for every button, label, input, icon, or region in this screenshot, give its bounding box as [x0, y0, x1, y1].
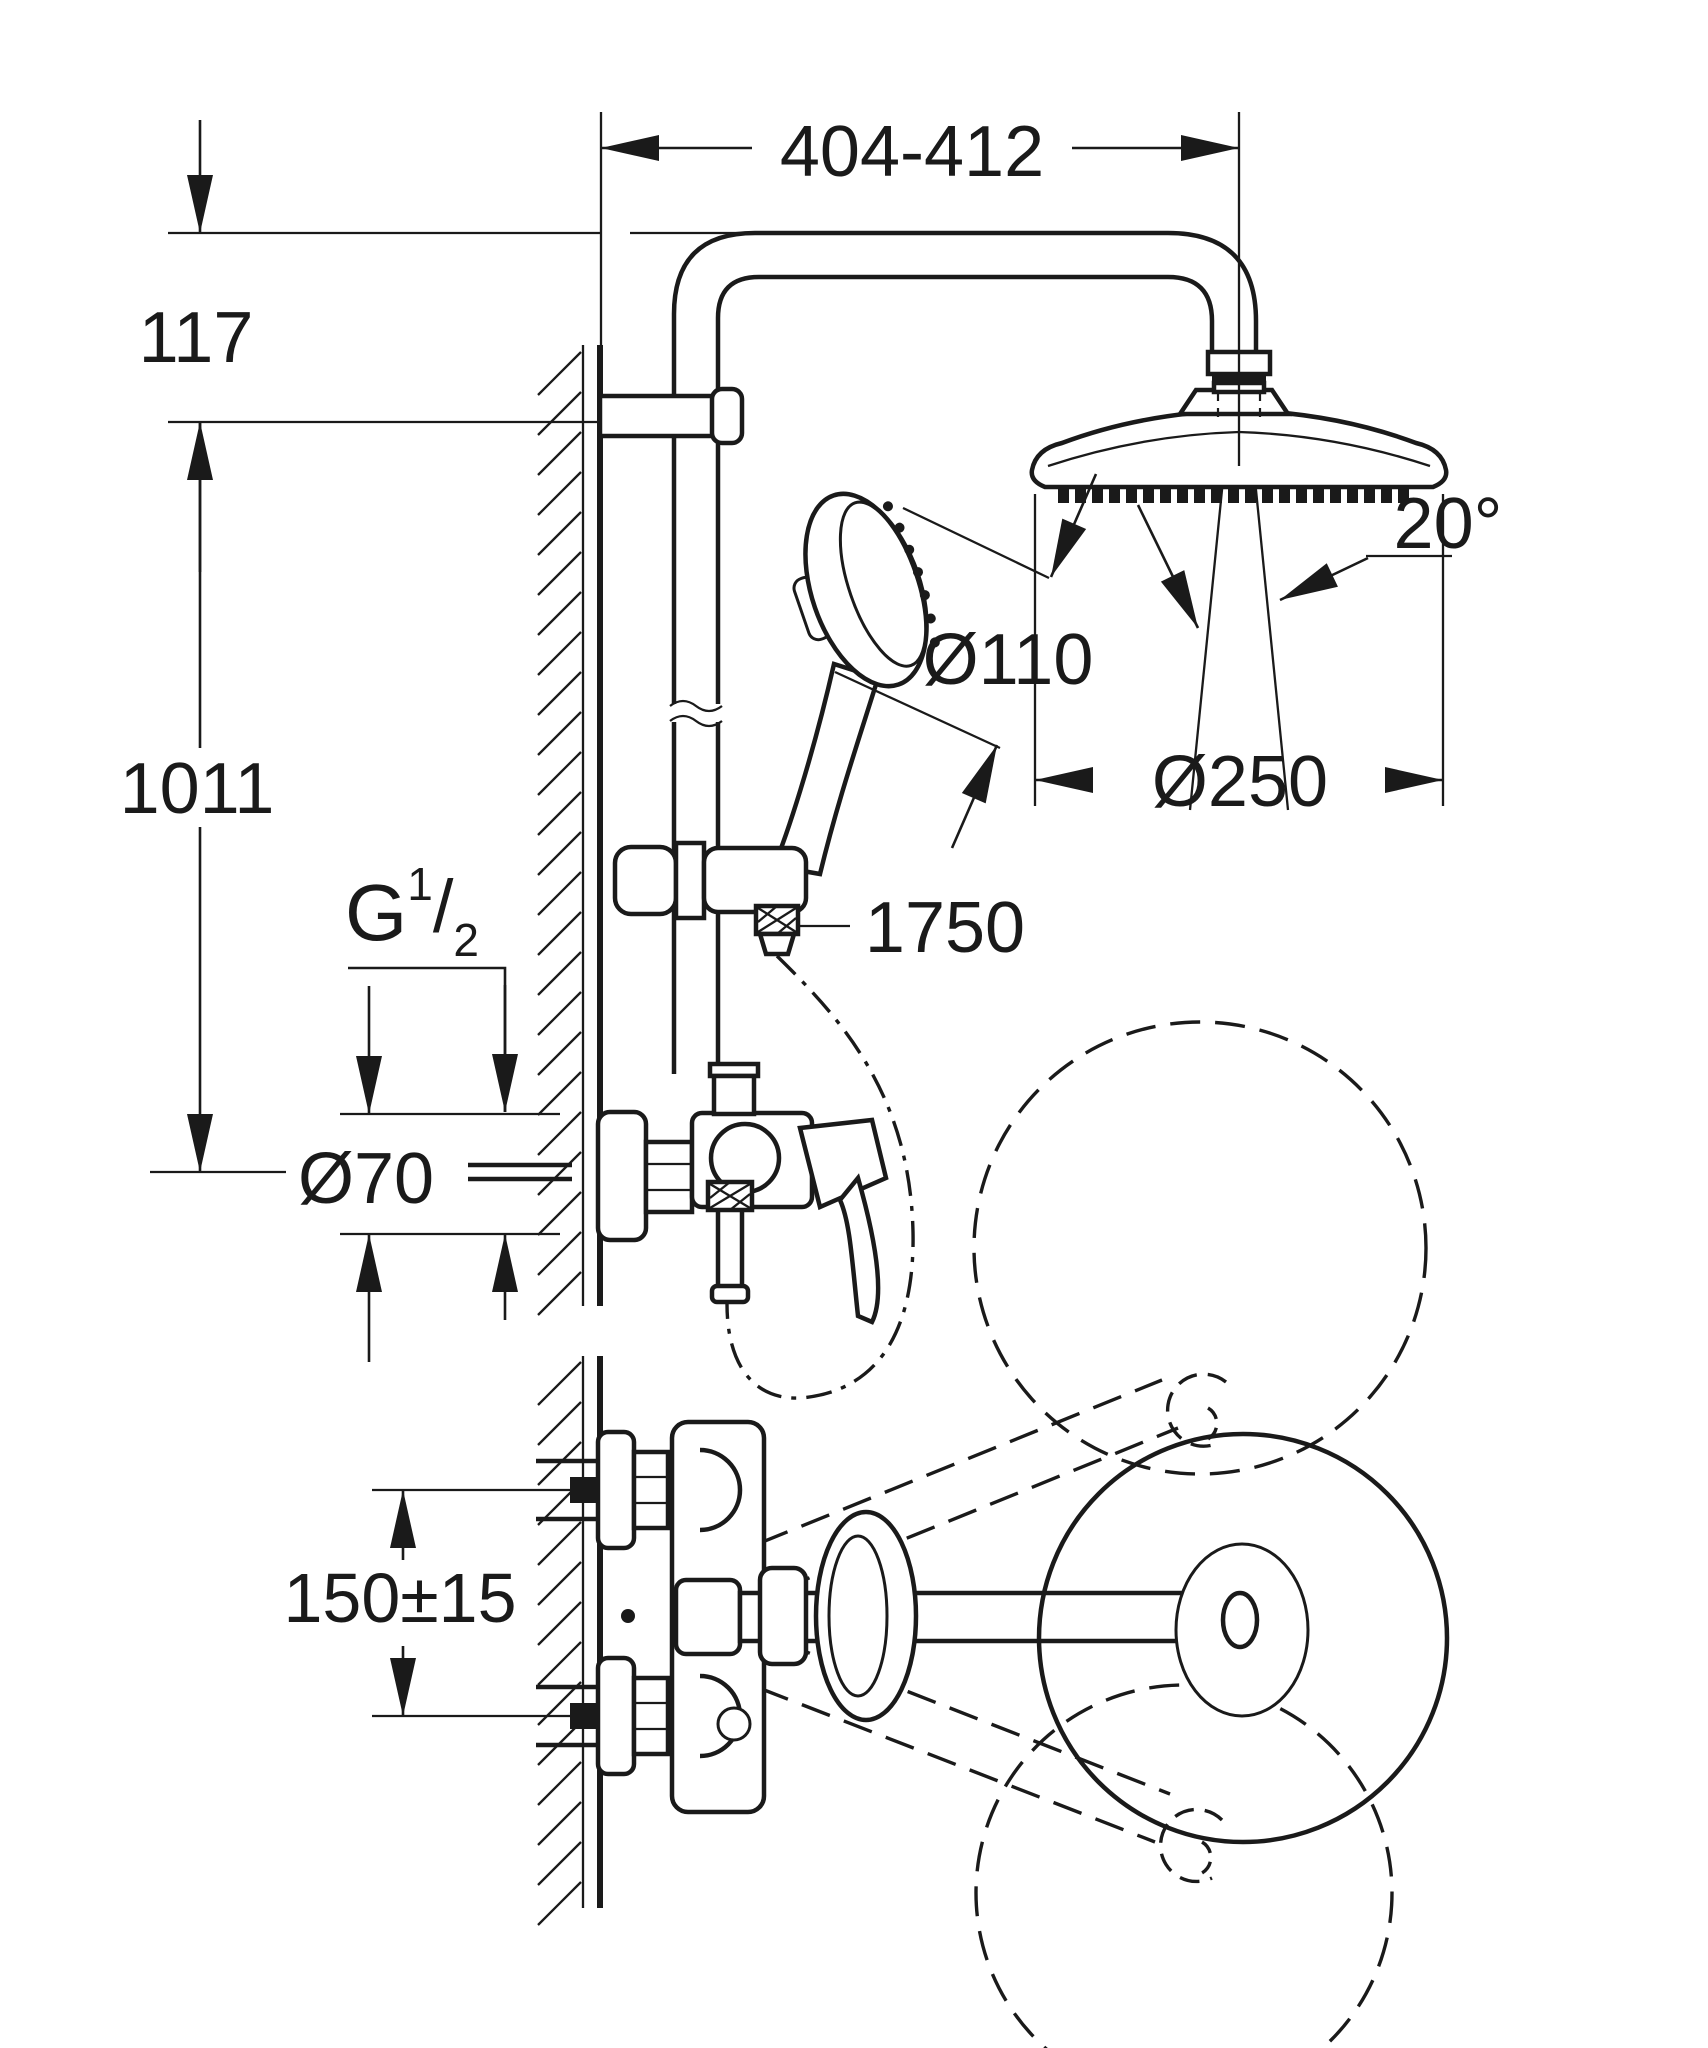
riser-and-arm	[597, 230, 1259, 1074]
shower-hose-dashed	[725, 954, 915, 1400]
dim-head-drop: 117	[139, 120, 752, 572]
mixer-valve	[468, 1061, 889, 1325]
plan-union-nut-upper	[631, 1449, 671, 1531]
mixer-lever-handle	[837, 1173, 881, 1325]
dim-escutcheon-diameter-label: Ø70	[298, 1139, 434, 1219]
dim-escutcheon-diameter: Ø70	[298, 986, 560, 1362]
wall-hatching-lower	[537, 1361, 582, 1926]
hand-shower-holder	[612, 840, 809, 921]
arm-end-up-dashed	[1165, 1372, 1228, 1448]
plan-head-shower-circle	[1036, 1431, 1450, 1845]
arm-end-down-dashed	[1158, 1807, 1224, 1884]
dim-hose-length-label: 1750	[865, 888, 1025, 968]
dim-arm-reach: 404-412	[599, 112, 1239, 345]
plan-union-nut-lower	[631, 1675, 671, 1757]
dim-head-shower-diameter: Ø250	[1033, 494, 1445, 822]
mixer-escutcheon	[595, 1109, 649, 1243]
hand-shower-handle	[770, 661, 881, 877]
dim-arm-reach-label: 404-412	[780, 112, 1044, 192]
dim-riser-height: 1011	[120, 422, 286, 1174]
wall-bracket	[597, 386, 745, 446]
hand-shower-head	[792, 491, 940, 689]
wall-hatching-upper	[537, 351, 582, 1316]
hand-shower-nozzle-dots	[882, 501, 940, 648]
slider-lock-knob	[612, 844, 679, 917]
head-position-up-dashed-circle	[972, 1020, 1428, 1476]
plan-view	[536, 1419, 1450, 1845]
swivel-range-dashed	[717, 1020, 1428, 2048]
spray-nozzles	[1058, 488, 1409, 503]
dim-head-drop-label: 117	[139, 298, 254, 378]
riser-union	[711, 1073, 757, 1117]
dim-hose-length: 1750	[800, 888, 1025, 968]
plan-arm-socket	[673, 1577, 743, 1657]
label-thread: G1/2	[345, 858, 518, 1112]
mixer-union-nut	[643, 1139, 695, 1215]
mixer-hose-outlet	[705, 1179, 755, 1305]
thread-label: G1/2	[345, 858, 479, 966]
hand-shower	[612, 491, 940, 957]
dim-spray-angle: 20°	[1136, 484, 1503, 629]
dim-head-shower-diameter-label: Ø250	[1152, 742, 1328, 822]
dim-supply-spacing-label: 150±15	[283, 1559, 516, 1637]
shower-arm-inner	[715, 274, 1215, 354]
dim-spray-angle-label: 20°	[1394, 484, 1503, 564]
plan-arm-ball-joint	[1220, 1590, 1260, 1650]
plan-escutcheon-upper	[595, 1429, 637, 1551]
dim-hand-shower-diameter-label: Ø110	[923, 620, 1094, 700]
pipe-break-symbol	[669, 699, 723, 728]
plan-escutcheon-lower	[595, 1655, 637, 1777]
dim-riser-height-label: 1011	[120, 749, 275, 829]
plan-hand-shower-holder	[757, 1565, 809, 1667]
dim-hand-shower-diameter: Ø110	[834, 473, 1098, 849]
head-position-down-dashed-circle	[974, 1683, 1394, 2048]
arm-centerline-mark	[621, 1609, 635, 1623]
dim-supply-spacing: 150±15	[283, 1488, 598, 1718]
shower-arm-outer	[671, 230, 1259, 354]
hose-connector	[753, 903, 801, 957]
mixer-lever	[797, 1117, 889, 1211]
